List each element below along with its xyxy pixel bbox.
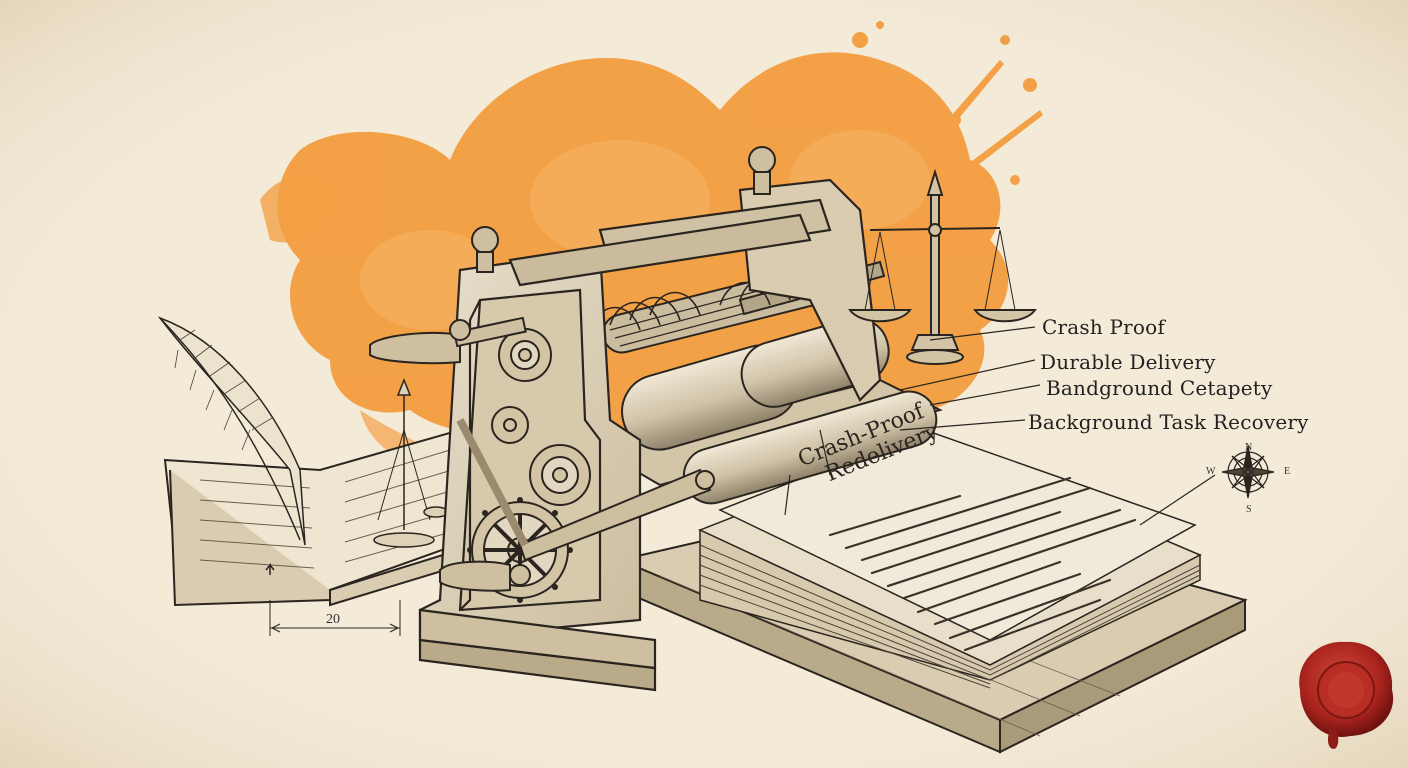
compass-rose-icon [1221,445,1275,499]
compass-east: E [1284,466,1291,477]
compass-north: N [1245,442,1253,453]
callout-leaders [784,326,1216,526]
compass-south: S [1246,504,1252,515]
dimension-marker [269,600,401,636]
compass-west: W [1206,466,1216,477]
frame-finials [471,146,776,273]
small-balance-scale-icon [373,377,449,548]
open-book [163,428,480,607]
balance-scale-icon [848,168,1037,365]
quill-feather-icon [157,316,306,546]
callout-durable-delivery: Durable Delivery [1040,350,1216,374]
callout-bandground: Bandground Cetapety [1046,376,1273,400]
callout-background-task-recovery: Background Task Recovery [1028,410,1309,434]
gear-teeth [467,497,573,603]
wax-seal-icon [1299,641,1394,749]
paper-text-lines [828,476,1137,652]
crank-handle [369,316,531,592]
dimension-label: 20 [326,612,340,627]
callout-crash-proof: Crash Proof [1042,315,1165,339]
